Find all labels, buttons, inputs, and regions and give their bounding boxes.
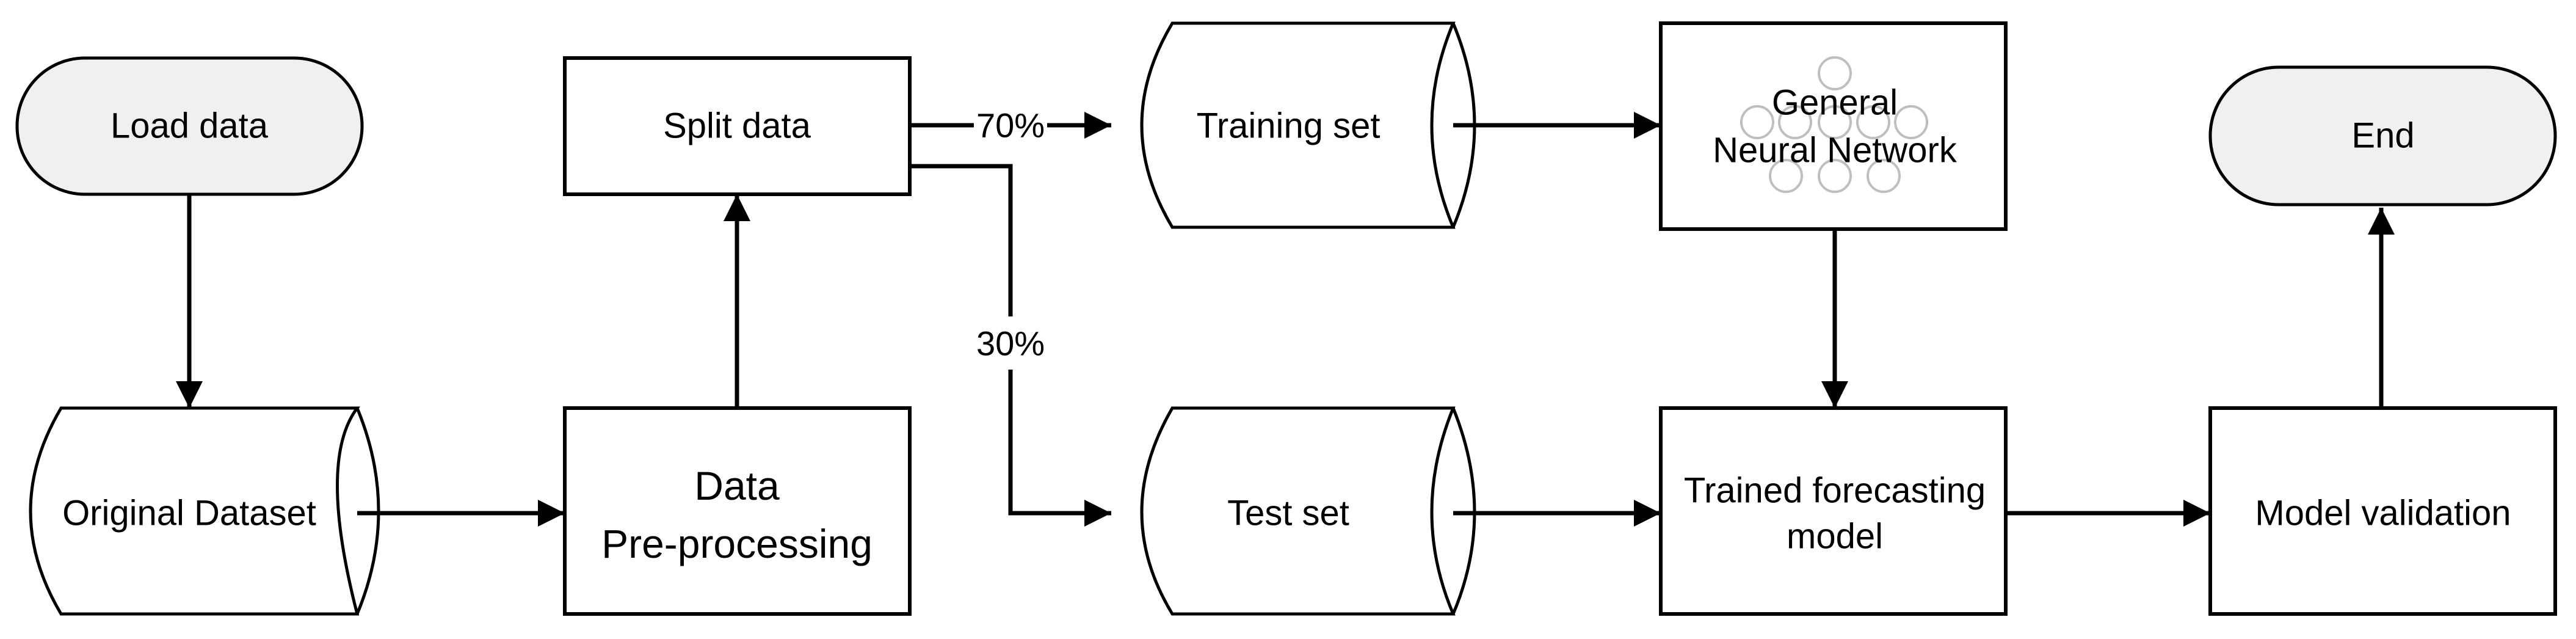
node-original-dataset-label: Original Dataset [62, 494, 316, 533]
node-model-validation-shape [2208, 406, 2557, 616]
node-trained-model-shape [1659, 406, 2008, 616]
node-load-data: Load data [15, 56, 364, 196]
node-data-preprocessing: Data Pre-processing [563, 406, 912, 616]
node-split-data-shape [563, 56, 912, 196]
node-trained-model-line2: model [1787, 517, 1883, 557]
node-general-nn-shape [1659, 21, 2008, 231]
edge-label-70: 70% [976, 106, 1045, 145]
node-data-preprocessing-shape [563, 406, 912, 616]
edge-split-to-test-b [1008, 370, 1111, 527]
node-trained-model: Trained forecasting model [1659, 406, 2008, 616]
node-model-validation-label: Model validation [2255, 494, 2511, 533]
node-general-nn-line2: Neural Network [1713, 131, 1957, 170]
node-training-set-label: Training set [1197, 106, 1381, 146]
node-split-data: Split data [563, 56, 912, 196]
neural-network-icon [1740, 56, 1928, 193]
node-training-set-curve [1451, 23, 1476, 228]
node-original-dataset-curve [355, 407, 380, 615]
node-load-data-shape [15, 56, 364, 196]
node-general-nn: General Neural Network [1659, 21, 2008, 231]
node-test-set-label: Test set [1227, 494, 1349, 533]
node-trained-model-line1: Trained forecasting [1684, 471, 1986, 511]
node-test-set: Test set [1140, 406, 1476, 616]
node-test-set-curve [1451, 407, 1476, 615]
edge-label-30: 30% [976, 324, 1045, 363]
edge-split-to-test-a [910, 164, 1013, 316]
node-original-dataset: Original Dataset [29, 406, 380, 616]
node-data-preprocessing-line1: Data [694, 463, 780, 508]
node-general-nn-line1: General [1772, 83, 1898, 123]
node-training-set-shape [1140, 21, 1456, 229]
node-end-label: End [2351, 116, 2414, 156]
node-test-set-shape [1140, 406, 1456, 616]
node-end: End [2208, 65, 2557, 206]
node-original-dataset-shape [29, 406, 361, 616]
node-data-preprocessing-line2: Pre-processing [601, 521, 873, 566]
node-load-data-label: Load data [111, 106, 269, 146]
node-end-shape [2208, 65, 2557, 206]
node-split-data-label: Split data [663, 106, 811, 146]
connectors [176, 112, 2395, 527]
node-training-set: Training set [1140, 21, 1476, 229]
node-model-validation: Model validation [2208, 406, 2557, 616]
